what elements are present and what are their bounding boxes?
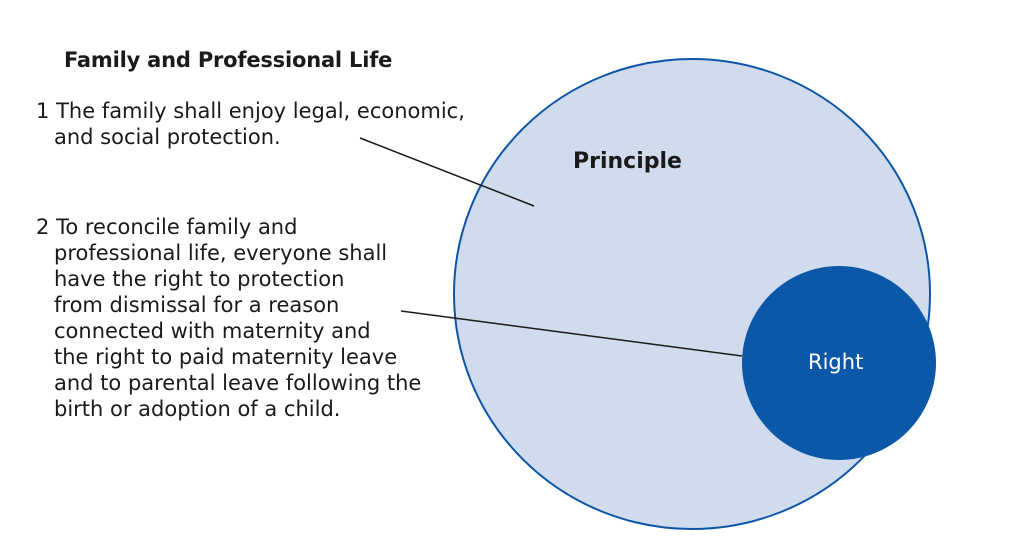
paragraph-2-line-3: have the right to protection [54, 267, 345, 291]
paragraph-2-line-8: birth or adoption of a child. [54, 397, 341, 421]
paragraph-2-line-6: the right to paid maternity leave [54, 345, 398, 369]
right-label: Right [808, 350, 864, 374]
paragraph-1-text-1: The family shall enjoy legal, economic, [56, 99, 465, 123]
principle-label: Principle [573, 149, 682, 174]
paragraph-1-number: 1 [36, 99, 50, 123]
paragraph-2-line-4: from dismissal for a reason [54, 293, 340, 317]
paragraph-1-line-2: and social protection. [54, 125, 281, 149]
paragraph-1: 1 The family shall enjoy legal, economic… [36, 98, 506, 150]
paragraph-2-line-7: and to parental leave following the [54, 371, 422, 395]
paragraph-1-line-1: 1 The family shall enjoy legal, economic… [36, 98, 506, 124]
paragraph-2-line-2: professional life, everyone shall [54, 241, 388, 265]
connector-right [400, 310, 743, 357]
paragraph-2-number: 2 [36, 215, 50, 239]
paragraph-2: 2 To reconcile family and professional l… [36, 214, 506, 422]
diagram-title: Family and Professional Life [64, 48, 393, 72]
paragraph-2-line-1: 2 To reconcile family and [36, 214, 506, 240]
paragraph-2-text-1: To reconcile family and [56, 215, 298, 239]
connector-principle [359, 137, 535, 207]
paragraph-2-line-5: connected with maternity and [54, 319, 371, 343]
right-circle [742, 266, 936, 460]
